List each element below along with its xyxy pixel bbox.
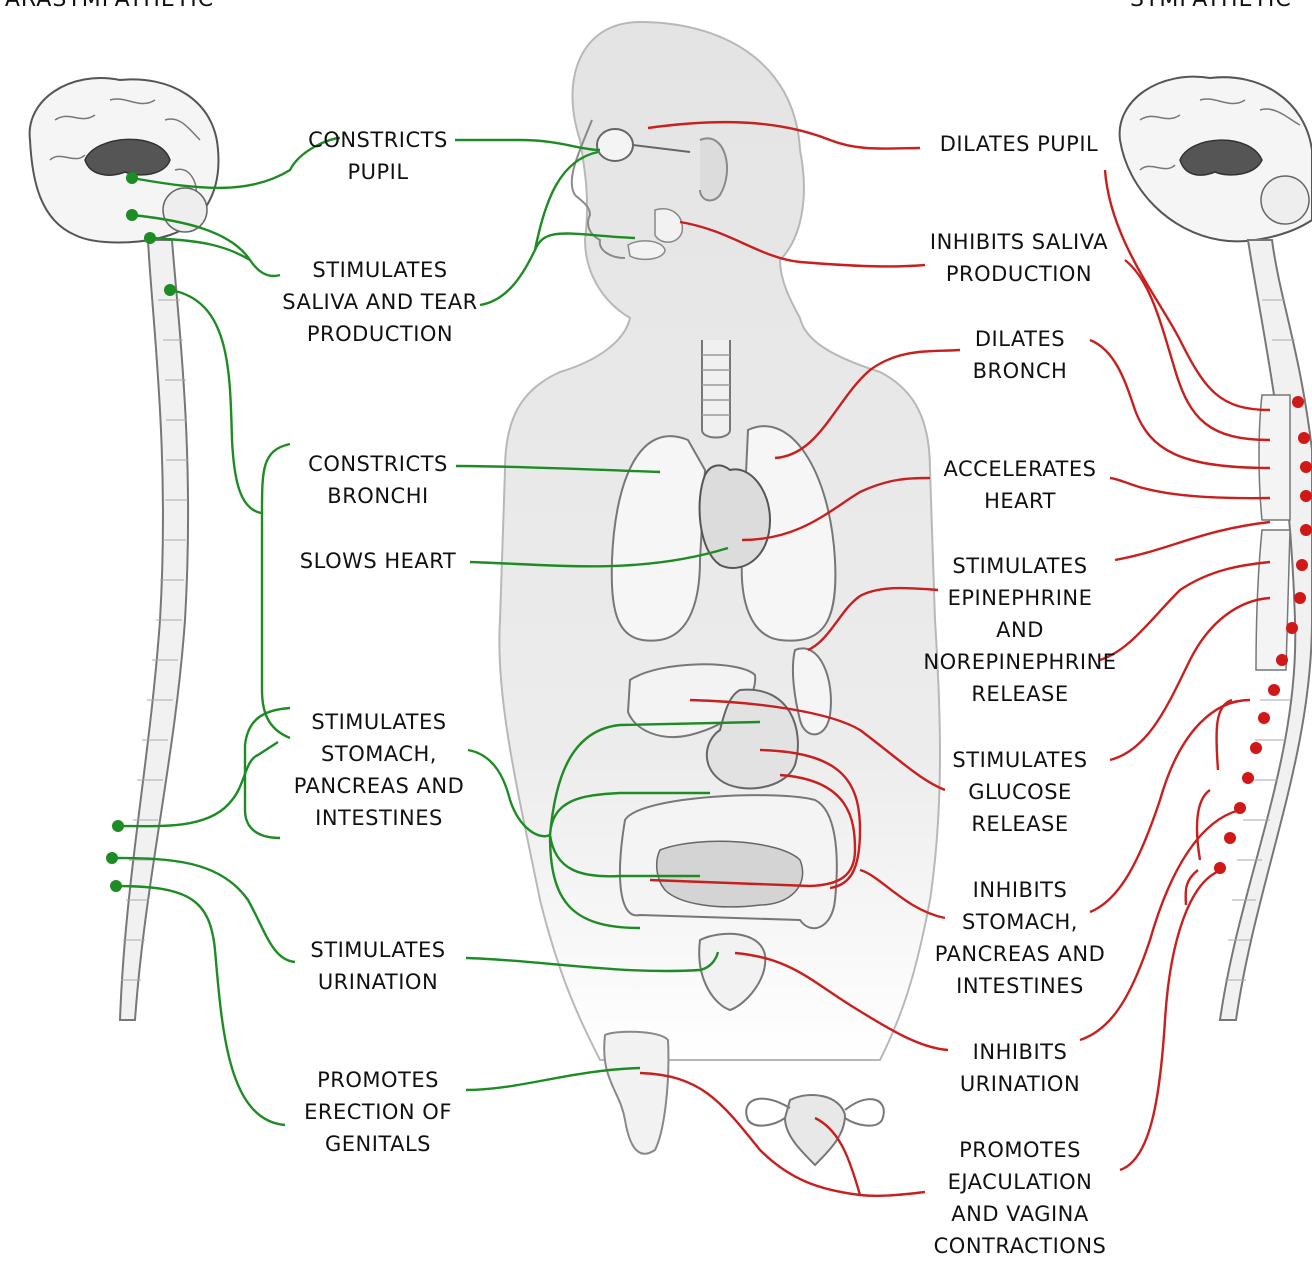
male-genitals bbox=[604, 1032, 668, 1154]
label-slows-heart: SLOWS HEART bbox=[278, 545, 478, 577]
right-cerebellum bbox=[1261, 176, 1309, 224]
spinal-red-4 bbox=[1110, 478, 1270, 498]
spinal-red-5 bbox=[1115, 522, 1270, 560]
lower-salivary-gland bbox=[628, 241, 665, 260]
uterus bbox=[785, 1095, 845, 1165]
ear bbox=[700, 138, 727, 200]
spinal-red-2 bbox=[1125, 260, 1270, 440]
nerve-ejac-red bbox=[640, 1073, 925, 1196]
parasympathetic-brain-spine bbox=[30, 78, 219, 1020]
left-spinal-cord bbox=[120, 240, 188, 1020]
small-intestine bbox=[657, 841, 803, 907]
sympathetic-header: SYMPATHETIC bbox=[1130, 0, 1292, 12]
spinal-red-10 bbox=[1120, 870, 1222, 1170]
sympathetic-ganglia-upper bbox=[1259, 395, 1290, 520]
sympathetic-brain-spine bbox=[1120, 77, 1312, 1020]
left-cerebellum bbox=[163, 188, 207, 232]
label-dilates-pupil: DILATES PUPIL bbox=[915, 128, 1123, 160]
human-body-figure bbox=[499, 22, 940, 1165]
parasympathetic-header: PARASYMPATHETIC bbox=[0, 0, 214, 12]
